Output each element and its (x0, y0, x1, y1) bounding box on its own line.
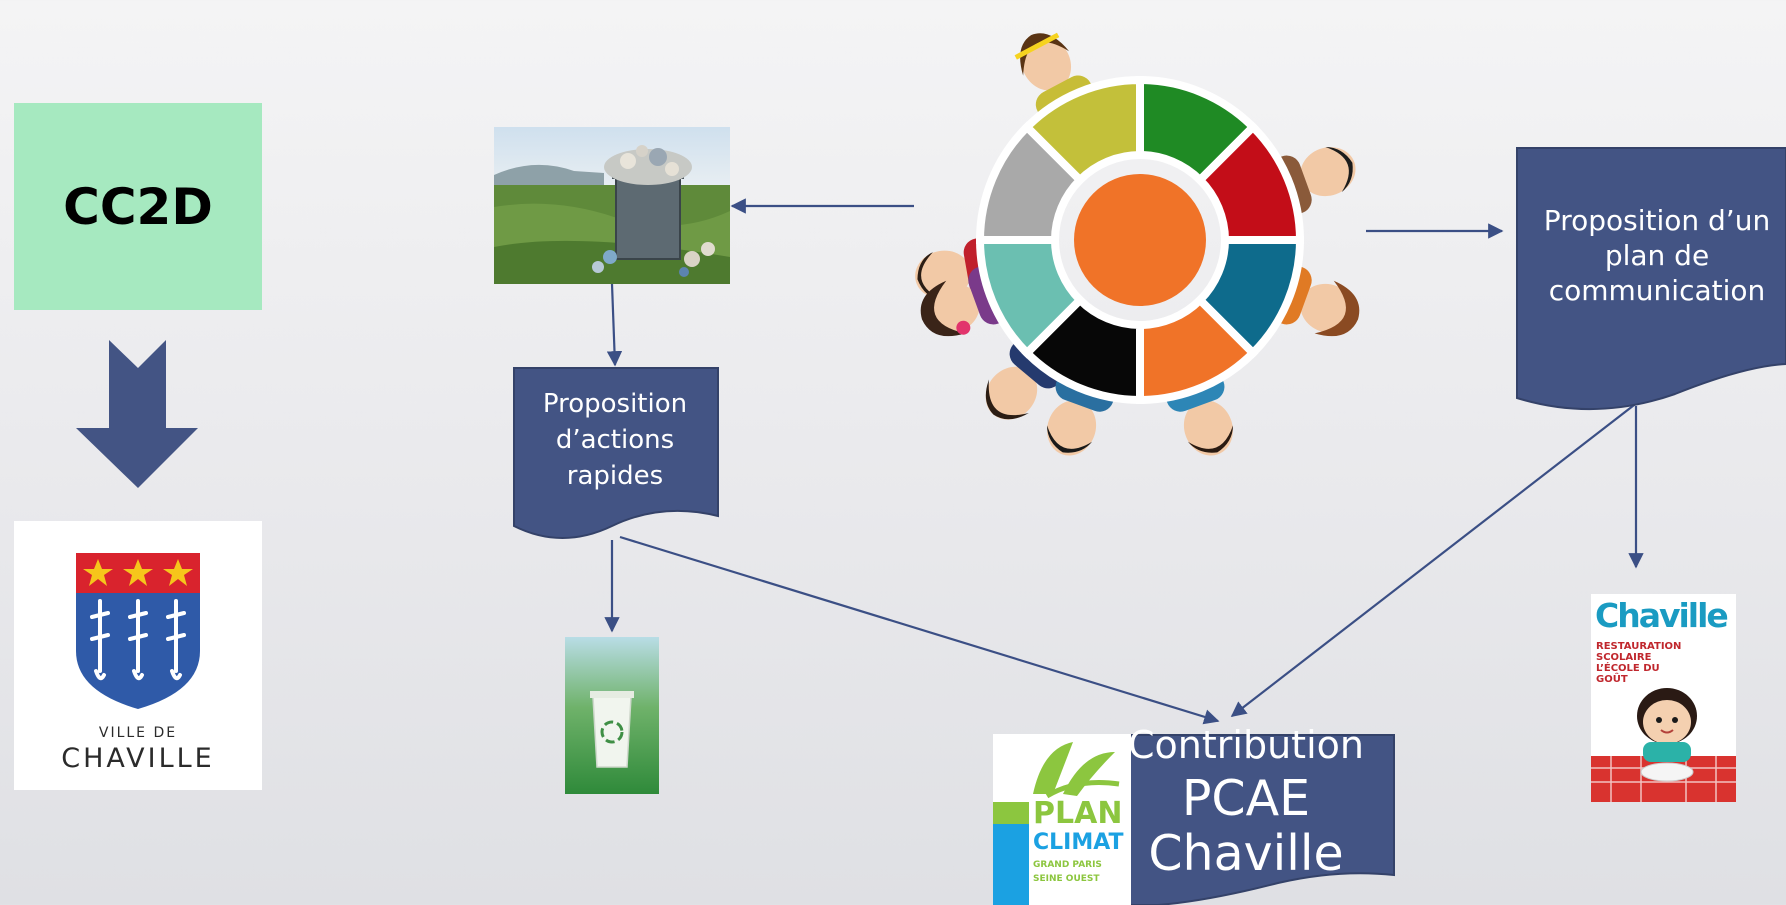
logo-text-ville-de: VILLE DE (98, 725, 178, 741)
arrow-actions-to-pcae (619, 535, 1220, 725)
magazine-headline-3: L’ÉCOLE DU (1596, 663, 1660, 674)
table-segments (975, 75, 1305, 405)
chaville-logo: VILLE DE CHAVILLE (14, 521, 262, 790)
plan-climat-text-seine-ouest: SEINE OUEST (1033, 874, 1100, 884)
contribution-pcae-line2: PCAE (1181, 770, 1311, 827)
leaf-icon (1033, 742, 1120, 799)
magazine-headline-2: SCOLAIRE (1596, 652, 1652, 663)
magazine-headline-1: RESTAURATION (1596, 641, 1682, 652)
arrow-trash-to-actions (606, 283, 623, 367)
arrow-plan-to-pcae (1230, 401, 1639, 717)
plan-climat-logo: PLAN CLIMAT GRAND PARIS SEINE OUEST (993, 734, 1131, 905)
magazine-headline-4: GOÛT (1596, 674, 1628, 685)
plan-climat-blue-bar (993, 824, 1029, 905)
actions-rapides-line3: rapides (566, 461, 664, 491)
contribution-pcae-label: Contribution PCAE Chaville (1105, 726, 1387, 878)
plan-communication-line3: communication (1548, 274, 1766, 307)
cc2d-label: CC2D (63, 177, 213, 236)
actions-rapides-line1: Proposition (542, 389, 688, 419)
actions-rapides-label: Proposition d’actions rapides (513, 386, 717, 494)
overflowing-dumpster-image (494, 127, 730, 284)
contribution-pcae-line1: Contribution (1128, 723, 1364, 767)
recycle-bin-image (565, 637, 659, 794)
contribution-pcae-line3: Chaville (1148, 825, 1344, 882)
table-center (1074, 174, 1206, 306)
down-arrow-icon (76, 340, 198, 488)
actions-rapides-line2: d’actions (555, 425, 675, 455)
plan-communication-shape (1516, 147, 1786, 411)
plan-climat-text-plan: PLAN (1033, 796, 1123, 831)
plan-climat-green-bar (993, 802, 1029, 824)
cc2d-box: CC2D (14, 103, 262, 310)
plan-communication-line2: plan de (1604, 239, 1710, 272)
plan-climat-text-climat: CLIMAT (1033, 830, 1124, 855)
contribution-pcae-shape (1099, 734, 1395, 905)
coat-of-arms-icon (76, 553, 200, 709)
plan-communication-line1: Proposition d’un (1543, 204, 1771, 237)
girl-illustration (1591, 688, 1736, 802)
plan-climat-text-grand-paris: GRAND PARIS (1033, 860, 1102, 870)
actions-rapides-shape (513, 367, 719, 539)
plan-communication-label: Proposition d’un plan de communication (1518, 203, 1786, 308)
magazine-title: Chaville (1595, 596, 1729, 635)
round-table-team-icon (915, 32, 1360, 456)
chaville-magazine-cover: Chaville RESTAURATION SCOLAIRE L’ÉCOLE D… (1591, 594, 1736, 802)
logo-text-chaville: CHAVILLE (61, 743, 215, 774)
